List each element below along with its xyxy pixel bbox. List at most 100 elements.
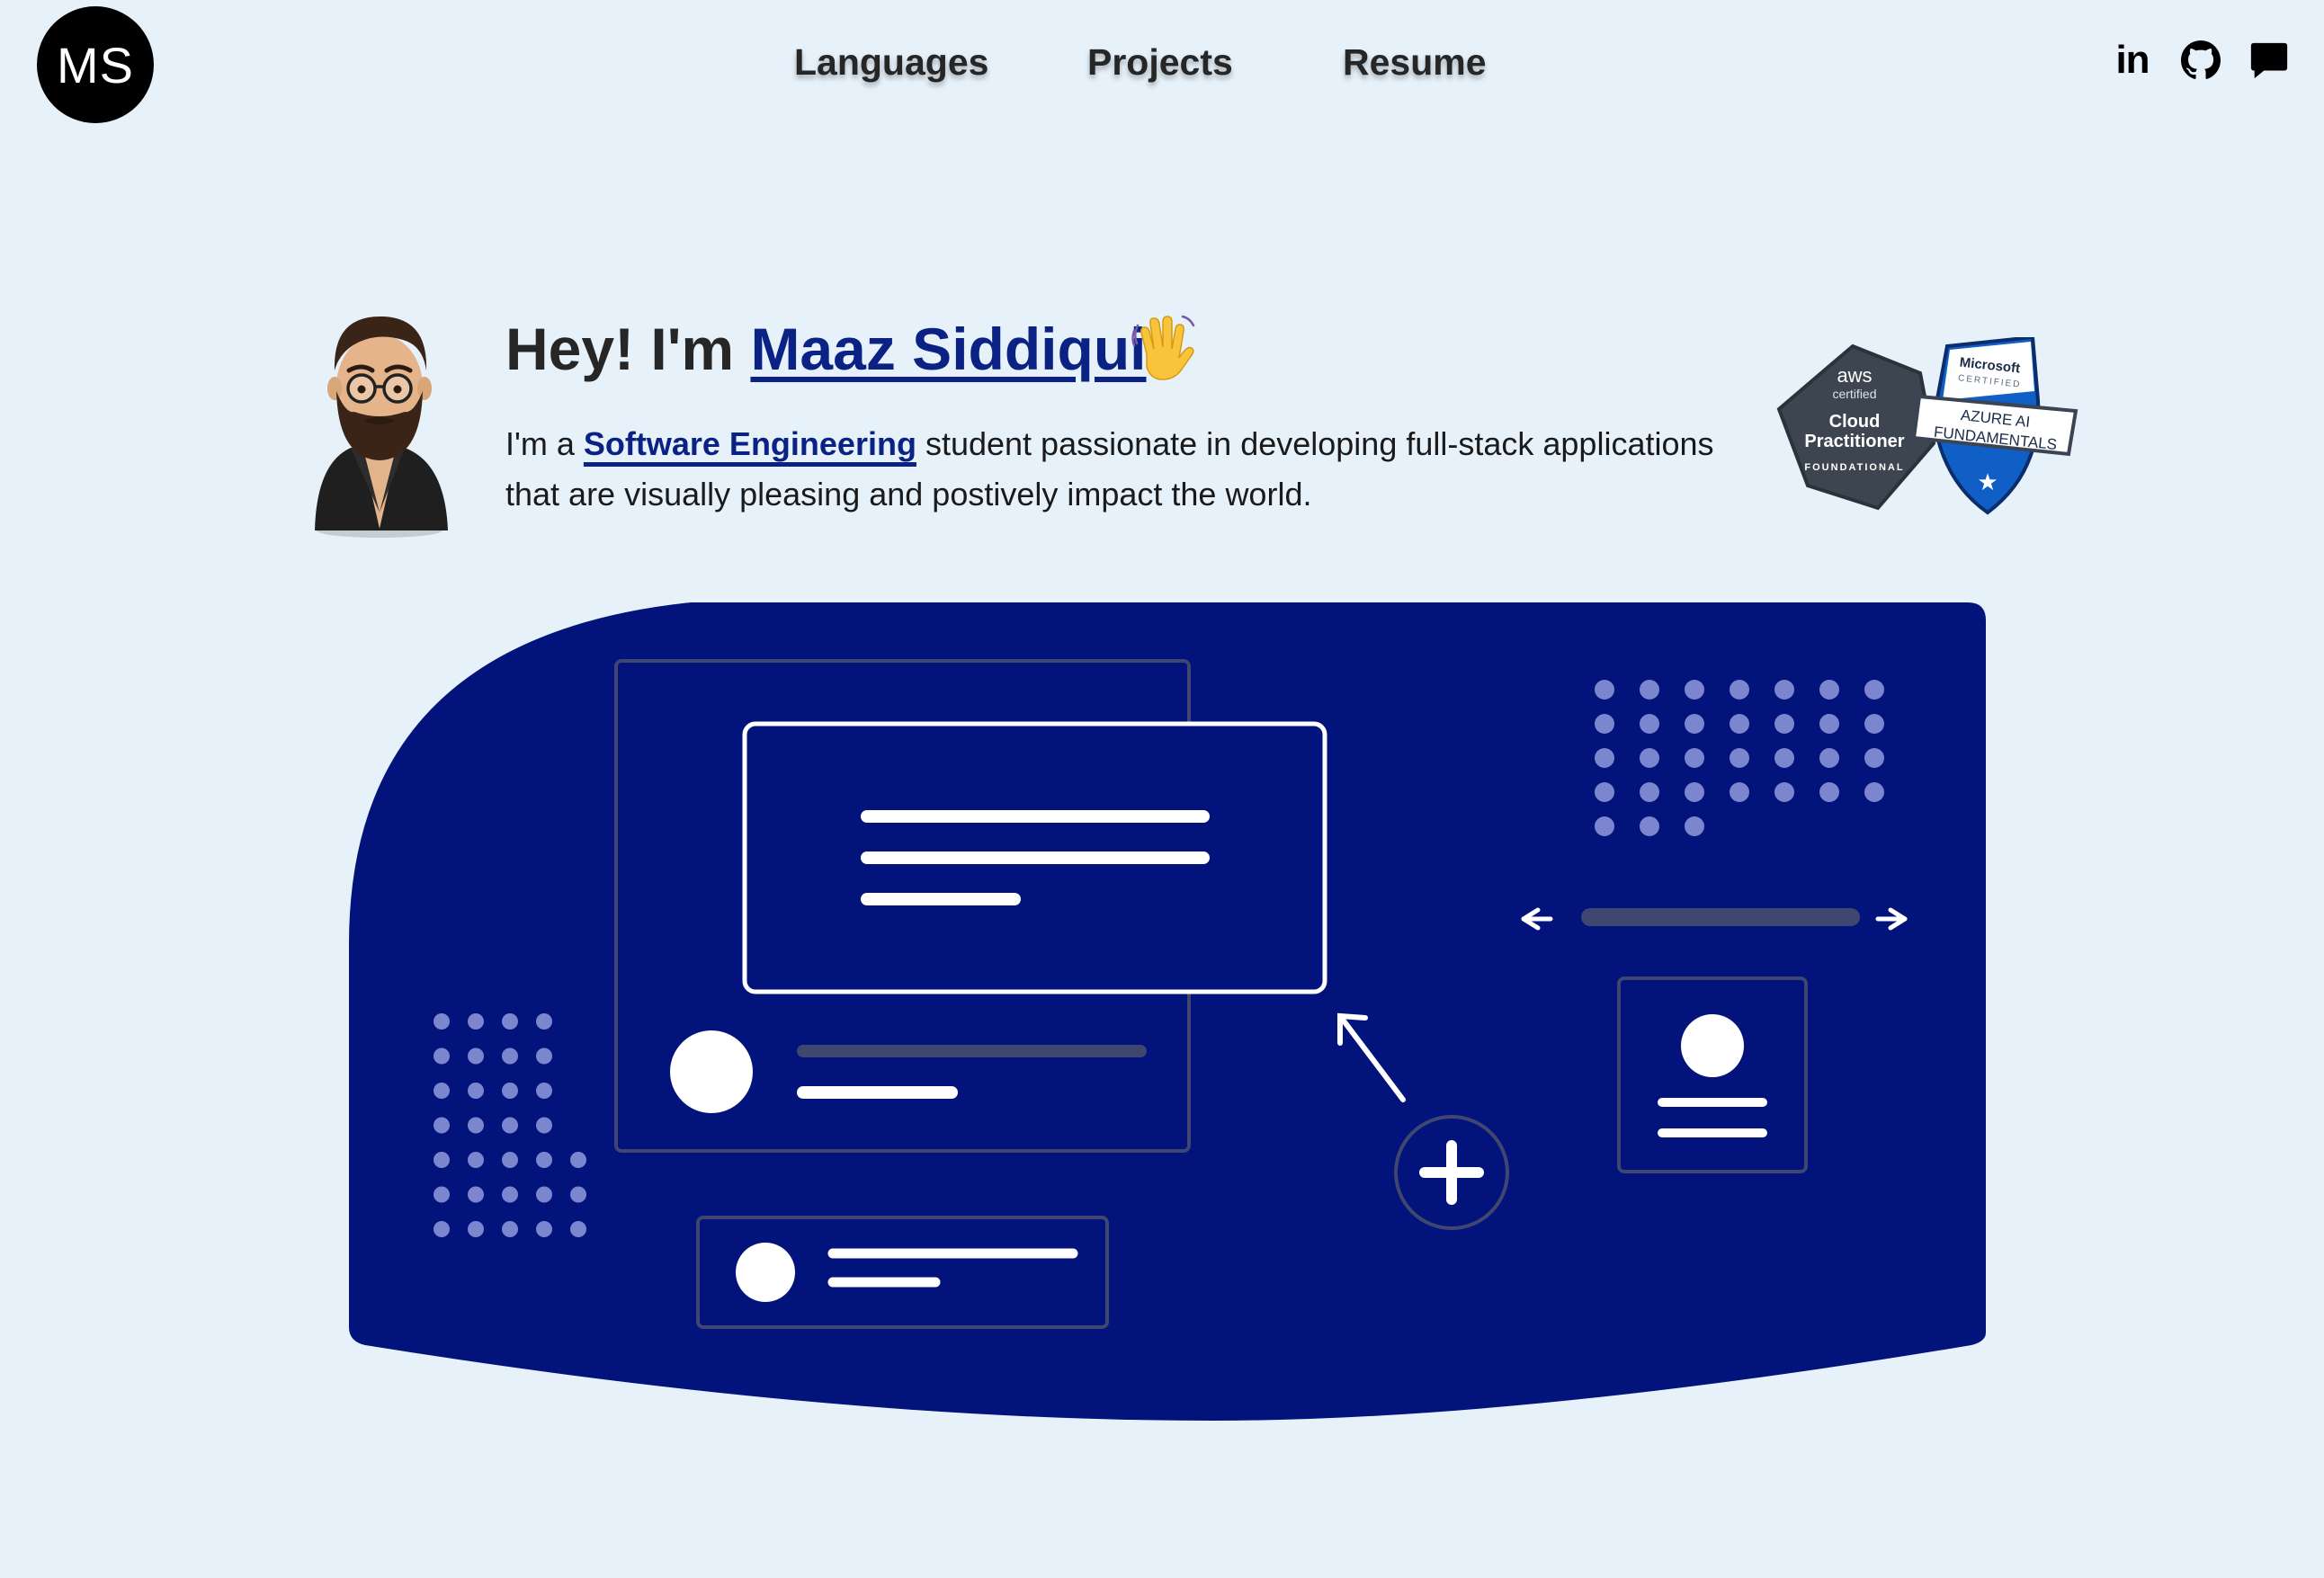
decor-dot [570, 1221, 586, 1237]
decor-dot [434, 1048, 450, 1065]
linkedin-label: in [2115, 38, 2150, 82]
decor-dot [536, 1152, 552, 1168]
decor-dot [434, 1117, 450, 1134]
decor-dot [468, 1221, 484, 1237]
aws-level: FOUNDATIONAL [1804, 462, 1904, 473]
plus-icon [1394, 1115, 1509, 1230]
decor-dot [1864, 680, 1884, 700]
decor-dot [1640, 782, 1659, 802]
github-icon[interactable] [2180, 40, 2221, 81]
decor-dot [468, 1083, 484, 1099]
decor-dot [1774, 680, 1794, 700]
decor-dot [1640, 816, 1659, 836]
decor-dot [1730, 680, 1749, 700]
decor-dot [1730, 748, 1749, 768]
decor-dot [502, 1221, 518, 1237]
decor-dot [1595, 816, 1614, 836]
profile-card [1617, 976, 1808, 1173]
decor-dot [502, 1186, 518, 1203]
aws-line2: Practitioner [1804, 432, 1904, 451]
linkedin-icon[interactable]: in [2112, 38, 2153, 82]
decor-dot [570, 1186, 586, 1203]
card-small [696, 1216, 1109, 1329]
star-icon: ★ [1977, 469, 1998, 496]
decor-dot [1685, 748, 1704, 768]
hero-desc-rest: student passionate in developing full-st… [505, 425, 1714, 513]
decor-dot [1595, 782, 1614, 802]
decor-dot [502, 1152, 518, 1168]
decor-dot [468, 1048, 484, 1065]
azure-brand: Microsoft [1959, 355, 2021, 377]
aws-brand: aws [1837, 364, 1872, 387]
decor-dot [536, 1186, 552, 1203]
decor-dot [1819, 748, 1839, 768]
cursor-arrow-icon [1337, 1012, 1406, 1102]
certification-badges: aws certified Cloud Practitioner FOUNDAT… [1772, 337, 2087, 517]
decor-dot [434, 1221, 450, 1237]
decor-dot [434, 1013, 450, 1030]
decor-dot [1819, 714, 1839, 734]
decor-dot [1685, 782, 1704, 802]
decor-dot [1774, 748, 1794, 768]
decor-dot [1730, 782, 1749, 802]
decor-dot [1640, 748, 1659, 768]
chat-icon[interactable] [2248, 40, 2290, 81]
decor-dot [1595, 714, 1614, 734]
decor-dot [1864, 748, 1884, 768]
memoji-avatar [315, 316, 448, 538]
aws-sub: certified [1832, 387, 1876, 401]
decor-dot [1774, 714, 1794, 734]
nav-projects[interactable]: Projects [1087, 41, 1233, 83]
social-links: in [2112, 38, 2290, 82]
decor-dot [1640, 680, 1659, 700]
nav-resume[interactable]: Resume [1343, 41, 1487, 83]
decor-dot [1640, 714, 1659, 734]
azure-badge: Microsoft CERTIFIED AZURE AI FUNDAMENTAL… [1911, 337, 2078, 515]
decor-dot [468, 1186, 484, 1203]
decor-dot [536, 1013, 552, 1030]
hero-illustration [349, 602, 1986, 1421]
decor-dot [536, 1117, 552, 1134]
hero-title: Hey! I'm Maaz Siddiqui [505, 315, 1146, 383]
decor-dot [1864, 782, 1884, 802]
decor-dot [536, 1083, 552, 1099]
decor-dot [434, 1083, 450, 1099]
hero-desc-highlight: Software Engineering [583, 425, 916, 462]
decor-dot [1730, 714, 1749, 734]
hero-desc-prefix: I'm a [505, 425, 584, 462]
user-circle [670, 1030, 753, 1113]
dot-grid-left [434, 1013, 586, 1237]
decor-dot [1819, 782, 1839, 802]
decor-dot [1685, 714, 1704, 734]
decor-dot [1595, 680, 1614, 700]
decor-dot [434, 1186, 450, 1203]
decor-dot [468, 1013, 484, 1030]
decor-dot [536, 1221, 552, 1237]
decor-dot [502, 1083, 518, 1099]
decor-dot [1685, 680, 1704, 700]
hero-description: I'm a Software Engineering student passi… [505, 419, 1747, 520]
decor-dot [502, 1048, 518, 1065]
aws-line1: Cloud [1829, 412, 1881, 432]
decor-dot [570, 1152, 586, 1168]
decor-dot [1595, 748, 1614, 768]
decor-dot [1864, 714, 1884, 734]
decor-dot [502, 1013, 518, 1030]
decor-dot [434, 1152, 450, 1168]
nav-languages[interactable]: Languages [794, 41, 989, 83]
decor-dot [468, 1152, 484, 1168]
site-logo[interactable]: MS [37, 6, 154, 123]
decor-dot [536, 1048, 552, 1065]
decor-dot [1685, 816, 1704, 836]
decor-dot [1819, 680, 1839, 700]
waving-hand-icon [1131, 315, 1195, 380]
decor-dot [1774, 782, 1794, 802]
aws-badge: aws certified Cloud Practitioner FOUNDAT… [1776, 343, 1936, 511]
decor-dot [468, 1117, 484, 1134]
hero-greeting: Hey! I'm [505, 316, 751, 382]
dot-grid-right [1595, 680, 1884, 836]
carousel-control [1521, 907, 1908, 931]
hero-name: Maaz Siddiqui [750, 316, 1147, 382]
decor-dot [502, 1117, 518, 1134]
